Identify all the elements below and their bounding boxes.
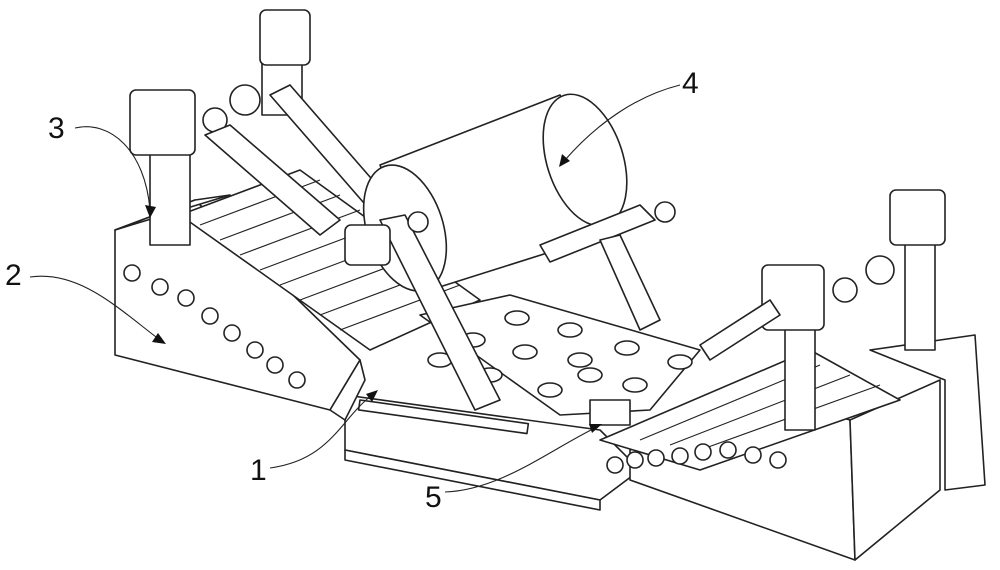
label-5: 5 (425, 481, 442, 514)
label-2: 2 (5, 259, 22, 292)
label-3: 3 (48, 112, 65, 145)
label-4: 4 (682, 67, 699, 100)
label-1: 1 (250, 454, 267, 487)
